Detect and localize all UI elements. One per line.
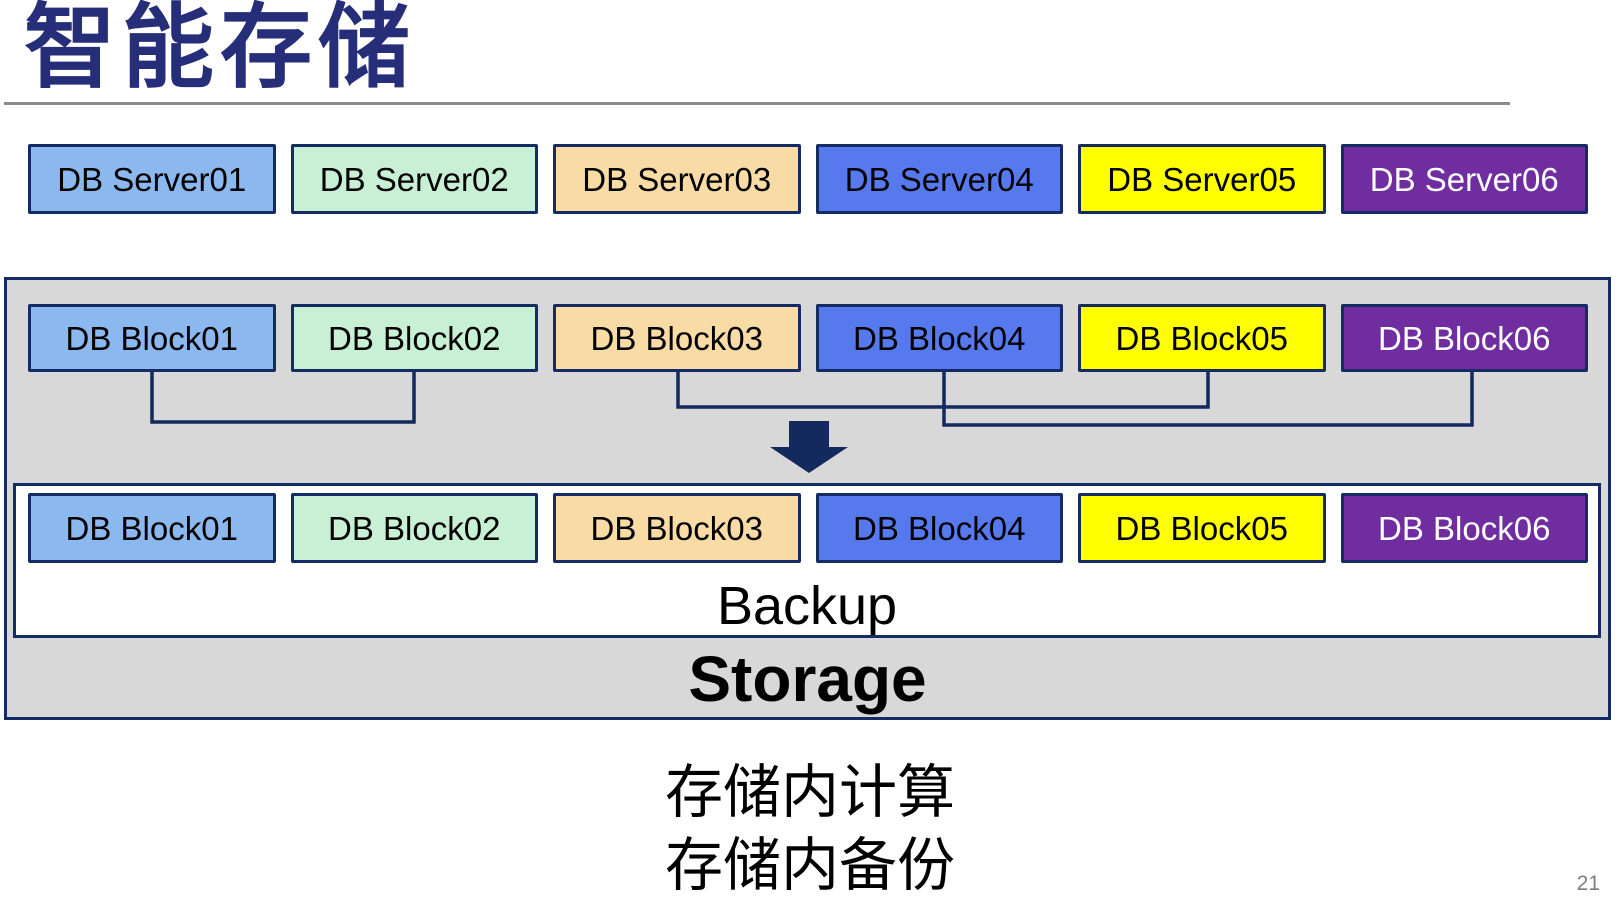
db-block-box: DB Block02	[290, 304, 538, 372]
page-number: 21	[1576, 872, 1600, 895]
db-block-box: DB Block01	[28, 493, 276, 563]
caption-line-2: 存储内备份	[664, 833, 955, 898]
backup-label: Backup	[716, 576, 898, 636]
db-server-box: DB Server04	[815, 144, 1063, 214]
db-block-box: DB Block04	[815, 493, 1063, 563]
db-block-box: DB Block03	[553, 493, 801, 563]
storage-label: Storage	[688, 643, 927, 715]
db-block-box: DB Block04	[815, 304, 1063, 372]
db-server-box: DB Server03	[553, 144, 801, 214]
caption-text: 存储内计算 存储内备份	[0, 756, 1620, 902]
db-block-box: DB Block02	[290, 493, 538, 563]
db-server-box: DB Server06	[1340, 144, 1588, 214]
db-block-box: DB Block01	[28, 304, 276, 372]
db-block-box: DB Block03	[553, 304, 801, 372]
title-underline	[4, 102, 1510, 105]
db-server-box: DB Server05	[1078, 144, 1326, 214]
page-title: 智能存储	[24, 0, 417, 99]
backup-box	[13, 483, 1601, 638]
db-server-box: DB Server01	[28, 144, 276, 214]
db-block-box: DB Block06	[1340, 493, 1588, 563]
db-block-box: DB Block06	[1340, 304, 1588, 372]
caption-line-1: 存储内计算	[664, 760, 955, 825]
db-block-box: DB Block05	[1078, 304, 1326, 372]
db-server-box: DB Server02	[290, 144, 538, 214]
db-block-box: DB Block05	[1078, 493, 1326, 563]
